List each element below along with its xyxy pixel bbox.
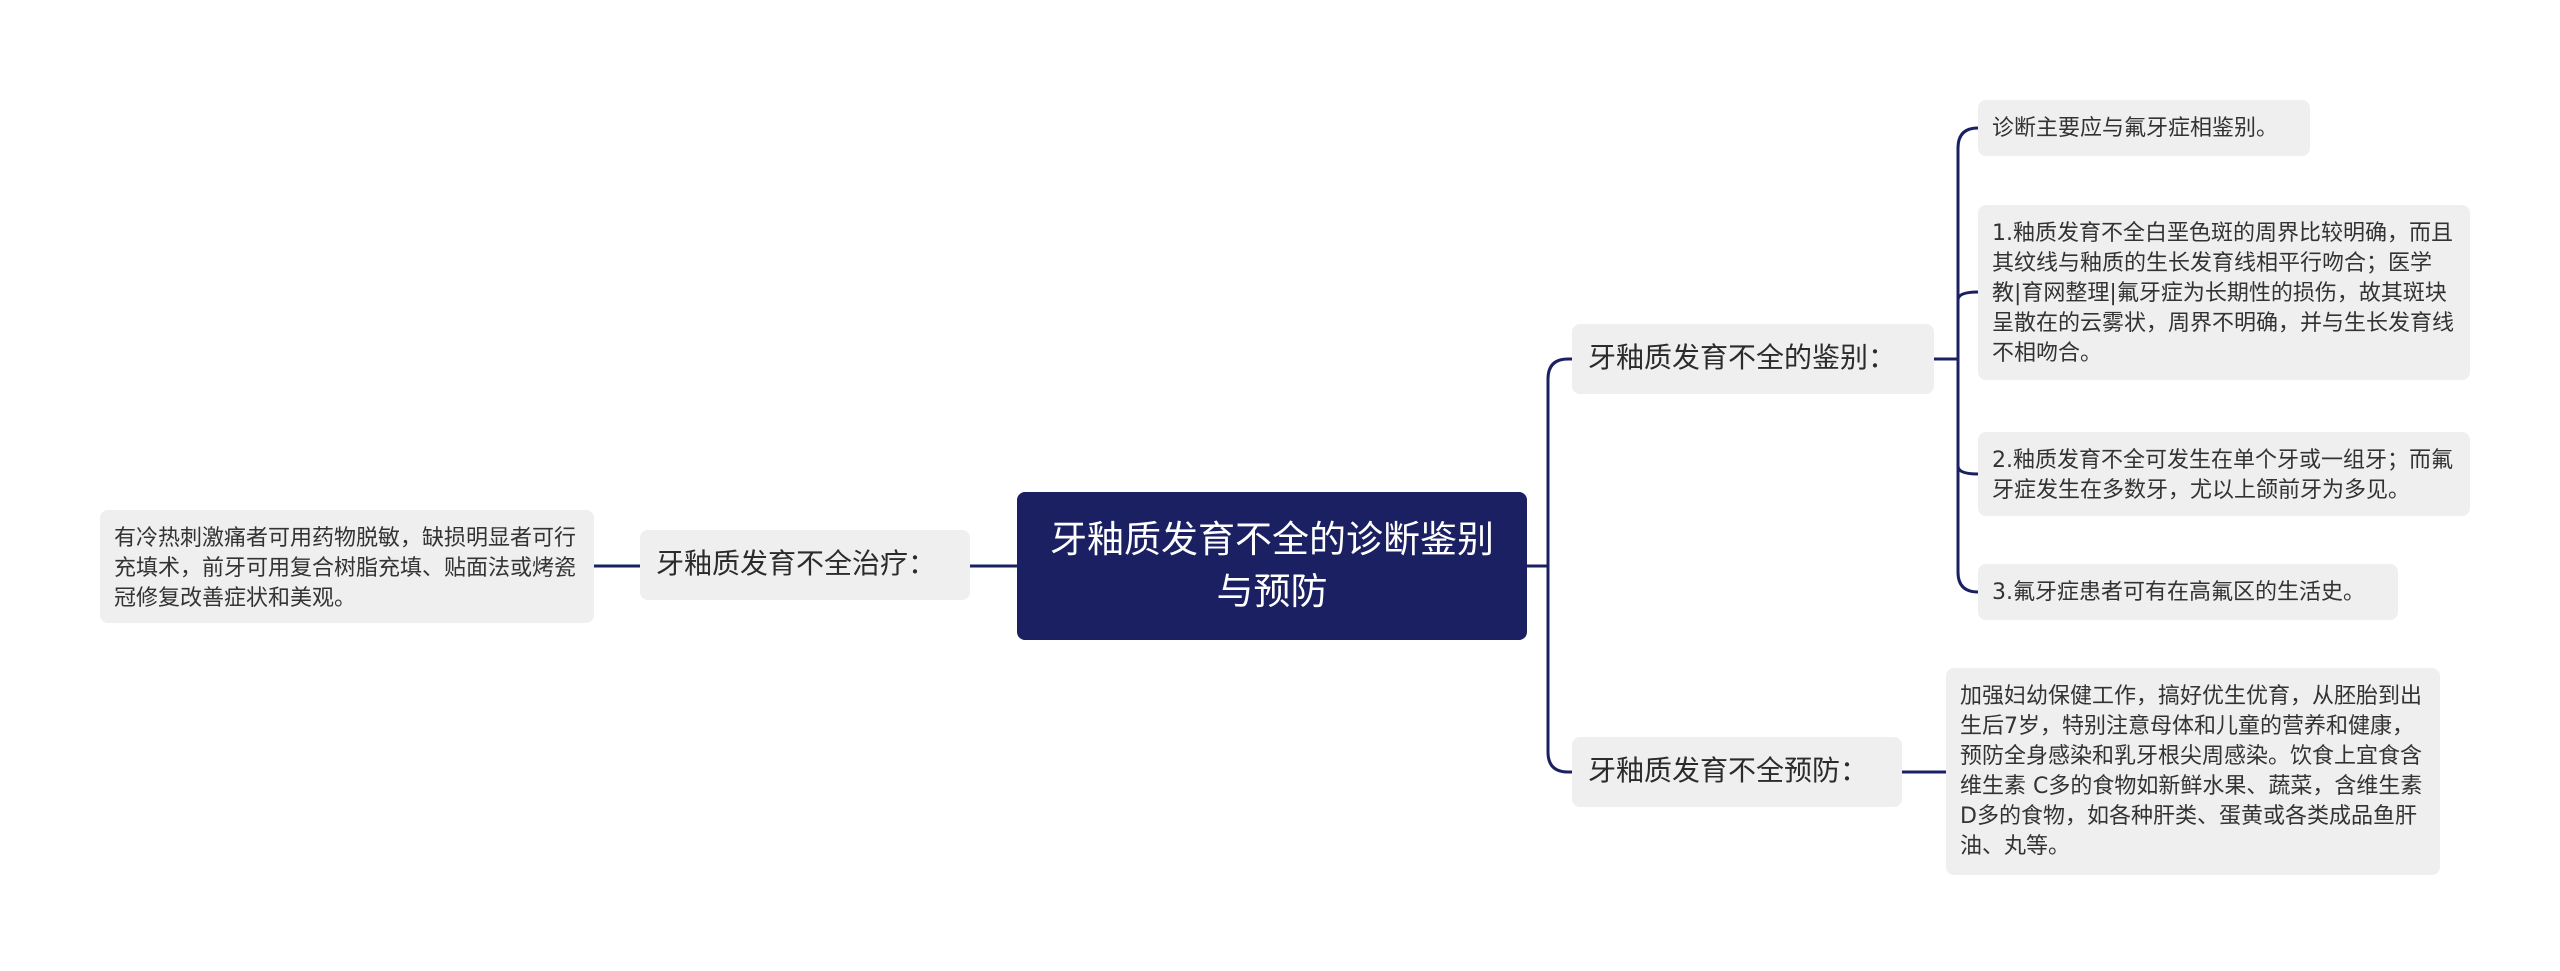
leaf-diagnosis-2[interactable]: 2.釉质发育不全可发生在单个牙或一组牙；而氟牙症发生在多数牙，尤以上颌前牙为多见… (1978, 432, 2470, 516)
connector-diagnosis-leaf-1 (1956, 290, 1979, 301)
leaf-treatment-text: 有冷热刺激痛者可用药物脱敏，缺损明显者可行充填术，前牙可用复合树脂充填、贴面法或… (114, 526, 577, 611)
leaf-diagnosis-1[interactable]: 1.釉质发育不全白垩色斑的周界比较明确，而且其纹线与釉质的生长发育线相平行吻合；… (1978, 205, 2470, 380)
root-topic-label: 牙釉质发育不全的诊断鉴别与预防 (1050, 518, 1494, 613)
leaf-prevention-text: 加强妇幼保健工作，搞好优生优育，从胚胎到出生后7岁，特别注意母体和儿童的营养和健… (1960, 684, 2423, 859)
connector-diagnosis-leaf-2 (1956, 465, 1979, 476)
branch-prevention-label: 牙釉质发育不全预防： (1588, 754, 1869, 787)
branch-treatment-label: 牙釉质发育不全治疗： (656, 547, 937, 580)
branch-diagnosis[interactable]: 牙釉质发育不全的鉴别： (1572, 324, 1934, 394)
connector-diagnosis-spine-lower (1956, 359, 1979, 594)
leaf-diagnosis-1-text: 1.釉质发育不全白垩色斑的周界比较明确，而且其纹线与釉质的生长发育线相平行吻合；… (1992, 221, 2455, 366)
connector-right-spine (1546, 357, 1572, 566)
leaf-diagnosis-0[interactable]: 诊断主要应与氟牙症相鉴别。 (1978, 100, 2310, 156)
connector-diagnosis-spine (1956, 126, 1979, 359)
connector-right-spine-lower (1546, 566, 1572, 774)
leaf-diagnosis-3-text: 3.氟牙症患者可有在高氟区的生活史。 (1992, 580, 2365, 605)
leaf-diagnosis-2-text: 2.釉质发育不全可发生在单个牙或一组牙；而氟牙症发生在多数牙，尤以上颌前牙为多见… (1992, 448, 2453, 503)
leaf-diagnosis-0-text: 诊断主要应与氟牙症相鉴别。 (1992, 116, 2279, 141)
leaf-diagnosis-3[interactable]: 3.氟牙症患者可有在高氟区的生活史。 (1978, 564, 2398, 620)
branch-prevention[interactable]: 牙釉质发育不全预防： (1572, 737, 1902, 807)
branch-diagnosis-label: 牙釉质发育不全的鉴别： (1588, 341, 1897, 374)
root-topic[interactable]: 牙釉质发育不全的诊断鉴别与预防 (1017, 492, 1527, 640)
branch-treatment[interactable]: 牙釉质发育不全治疗： (640, 530, 970, 600)
leaf-treatment[interactable]: 有冷热刺激痛者可用药物脱敏，缺损明显者可行充填术，前牙可用复合树脂充填、贴面法或… (100, 510, 594, 623)
leaf-prevention[interactable]: 加强妇幼保健工作，搞好优生优育，从胚胎到出生后7岁，特别注意母体和儿童的营养和健… (1946, 668, 2440, 875)
